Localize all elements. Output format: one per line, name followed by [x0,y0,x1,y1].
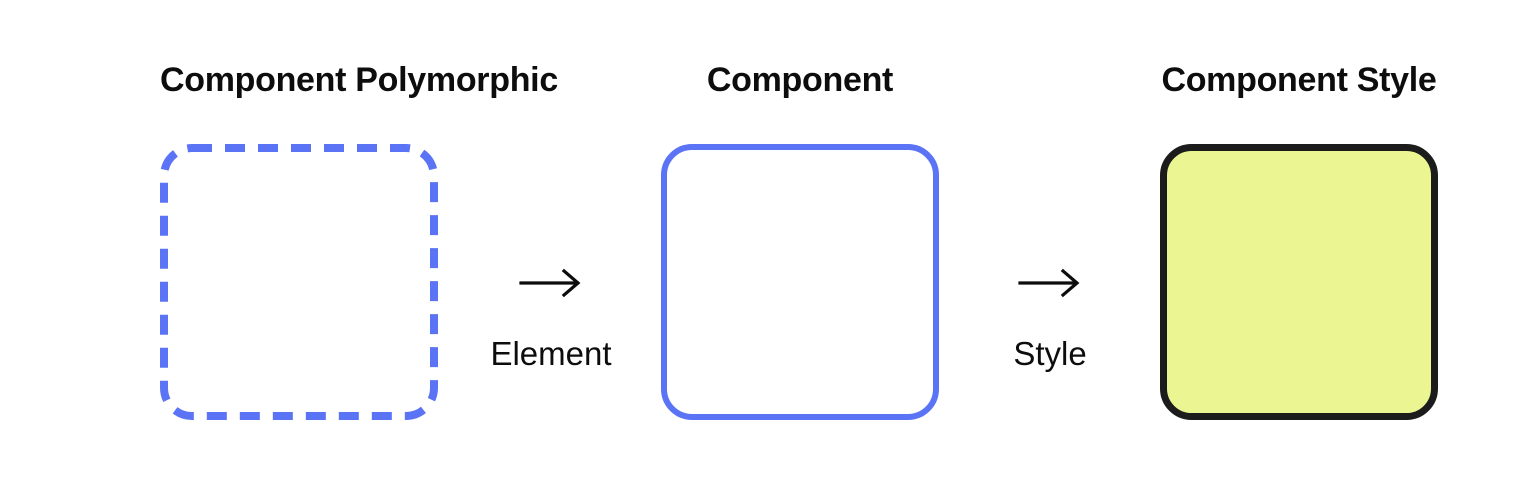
arrow-right-element [519,266,583,300]
shape-dashed-rounded-rect [160,144,438,420]
stage-component-polymorphic: Component Polymorphic [160,0,558,480]
stage-title-component: Component [706,61,894,99]
right-arrow-icon [1018,268,1080,298]
stage-title-component-polymorphic: Component Polymorphic [160,61,558,99]
stage-component: Component [661,0,939,480]
connector-element: Element [456,0,646,480]
connector-label-style: Style [1013,335,1087,372]
solid-rect-icon [661,144,939,420]
connector-label-element: Element [490,335,612,372]
stage-component-style: Component Style [1160,0,1438,480]
arrow-right-style [1018,266,1082,300]
stage-title-component-style: Component Style [1161,61,1437,99]
right-arrow-icon [519,268,581,298]
connector-style: Style [972,0,1128,480]
filled-rect-icon [1160,144,1438,420]
shape-solid-rounded-rect [661,144,939,420]
shape-filled-rounded-rect [1160,144,1438,420]
dashed-rect-icon [160,144,438,420]
